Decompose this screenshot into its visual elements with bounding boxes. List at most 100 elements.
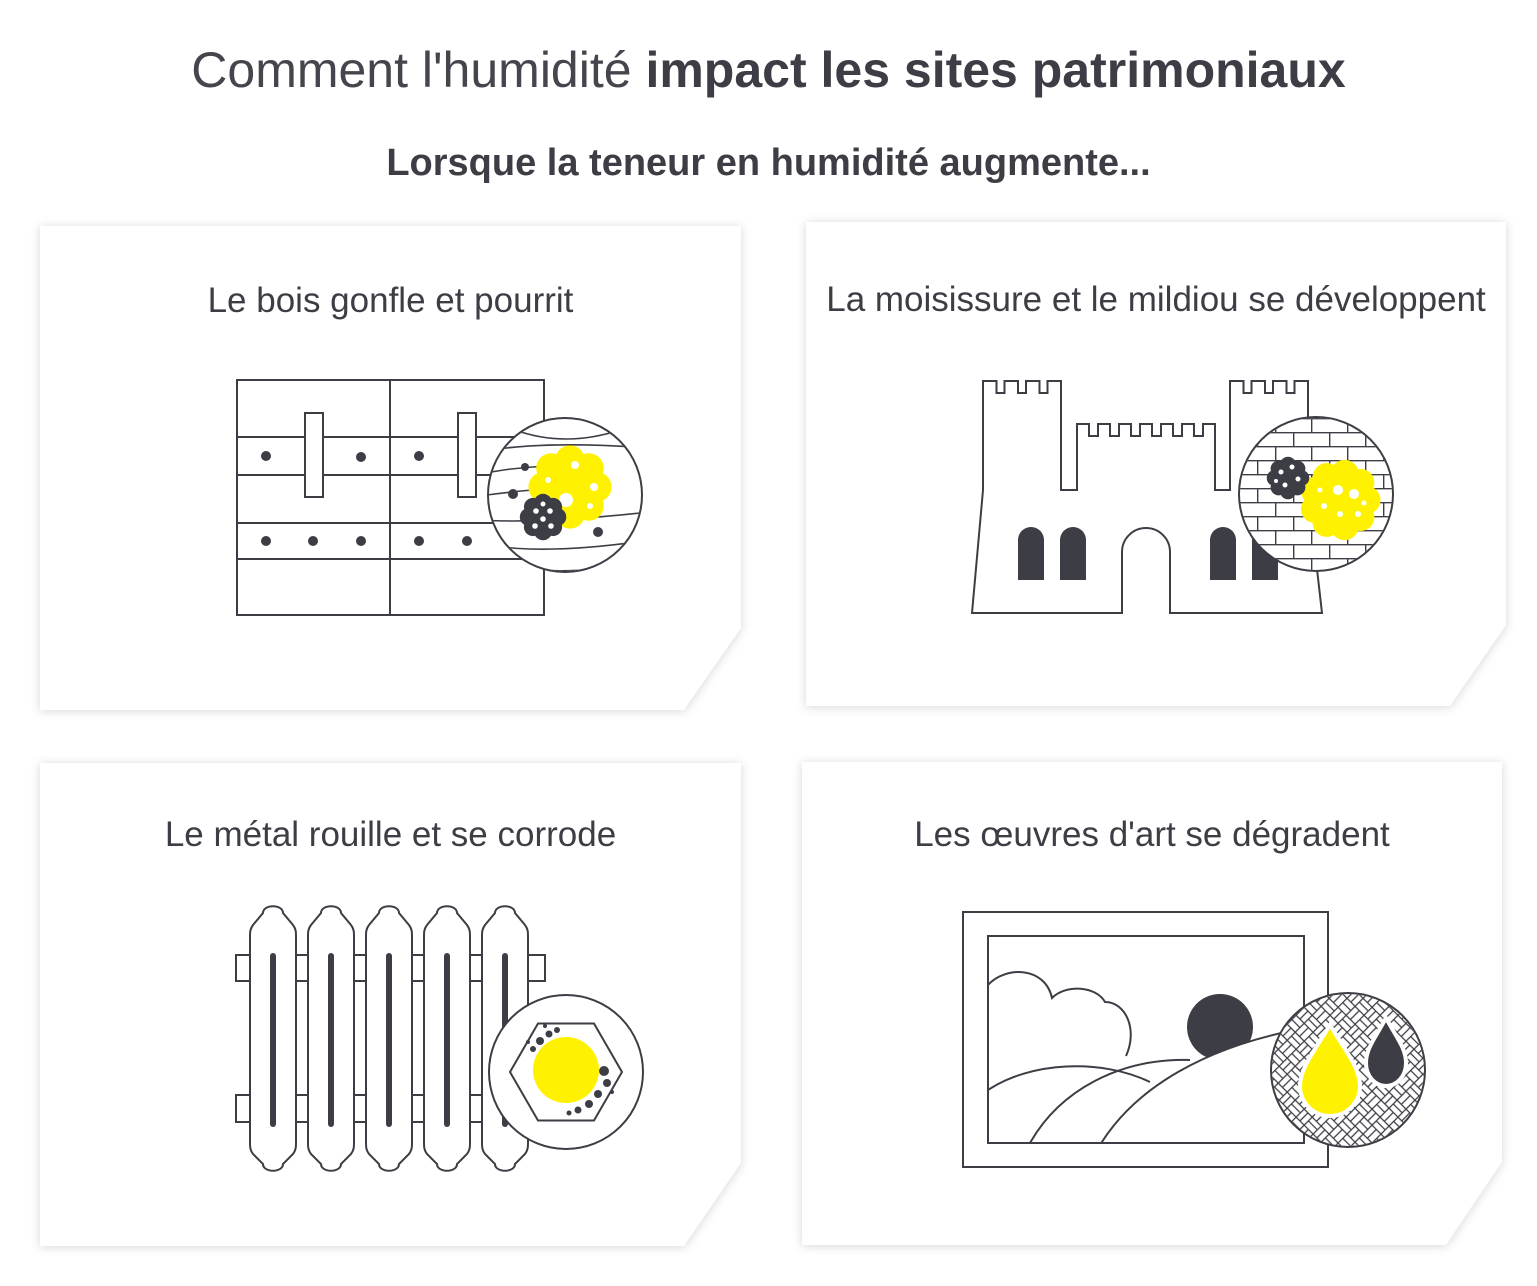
blob-hole	[545, 477, 551, 483]
blob-lobe	[544, 497, 563, 516]
rust-yellow-spot	[533, 1037, 599, 1103]
card-title: Le métal rouille et se corrode	[164, 815, 617, 854]
castle-window	[1210, 527, 1236, 580]
card-body: Le métal rouille et se corrode	[40, 763, 741, 1246]
nail-dot	[414, 451, 424, 461]
page-title-light: Comment l'humidité	[191, 42, 632, 98]
rust-speck	[545, 1030, 553, 1038]
blob-hole	[1282, 482, 1288, 488]
nail-dot	[356, 452, 366, 462]
blob-hole	[1295, 476, 1301, 482]
water-drop-dark-icon	[1363, 1013, 1409, 1089]
rust-speck	[599, 1066, 609, 1076]
card-mold: La moisissure et le mildiou se développe…	[806, 222, 1506, 706]
page-title-bold: impact les sites patrimoniaux	[645, 42, 1346, 98]
painting-frame-icon	[962, 911, 1329, 1168]
rust-speck	[574, 1106, 582, 1114]
card-body: Les œuvres d'art se dégradent	[802, 762, 1502, 1245]
blob-hole	[1289, 464, 1295, 470]
rot-spot	[521, 463, 529, 471]
page-subtitle: Lorsque la teneur en humidité augmente..…	[386, 142, 1151, 184]
mold-dark-holes	[1274, 464, 1301, 488]
blob-hole	[1274, 479, 1278, 483]
nail-dot	[308, 536, 318, 546]
rot-yellow-holes	[545, 461, 598, 509]
mold-yellow-holes	[1317, 485, 1367, 517]
blob-hole	[540, 516, 546, 522]
blob-hole	[1317, 487, 1323, 493]
nail-dot	[356, 536, 366, 546]
blob-hole	[559, 493, 573, 507]
mold-yellow-blob	[1301, 459, 1381, 541]
castle-illustration	[970, 380, 1394, 614]
rust-speck	[566, 1110, 572, 1116]
mold-dark-blob	[1266, 456, 1310, 500]
blob-hole	[1333, 485, 1343, 495]
blob-lobe	[573, 453, 604, 484]
card-title: Les œuvres d'art se dégradent	[914, 815, 1390, 854]
sun-icon	[1187, 994, 1253, 1060]
cloud	[989, 971, 1132, 1057]
rust-speck	[526, 1040, 530, 1044]
water-drop-yellow-icon	[1297, 1021, 1363, 1119]
page-title: Comment l'humidité impact les sites patr…	[0, 38, 1537, 102]
hill	[989, 1065, 1151, 1091]
radiator-column	[307, 905, 355, 1172]
magnifier-icon	[1238, 416, 1394, 572]
rust-speck	[536, 1037, 544, 1045]
blob-hole	[1278, 469, 1284, 475]
rust-speck	[610, 1090, 614, 1094]
blob-hole	[1321, 503, 1327, 509]
rust-speck	[585, 1100, 593, 1108]
card-wood: Le bois gonfle et pourrit	[40, 226, 741, 710]
magnifier-icon	[1270, 992, 1426, 1148]
nail-dot	[261, 451, 271, 461]
wood-strap	[457, 412, 477, 498]
rust-specks	[526, 1024, 614, 1116]
card-body: Le bois gonfle et pourrit	[40, 226, 741, 710]
blob-hole	[1361, 500, 1367, 506]
magnifier-icon	[487, 417, 643, 573]
castle-window	[1060, 527, 1086, 580]
blob-hole	[1337, 511, 1343, 517]
magnifier-icon	[488, 994, 644, 1150]
blob-hole	[533, 508, 539, 514]
blob-hole	[587, 503, 593, 509]
card-artwork: Les œuvres d'art se dégradent	[802, 762, 1502, 1245]
radiator-column	[365, 905, 413, 1172]
radiator-columns	[249, 905, 529, 1172]
blob-hole	[1355, 511, 1361, 517]
castle-windows	[1018, 527, 1278, 580]
blob-hole	[548, 523, 554, 529]
blob-hole	[547, 508, 553, 514]
wood-illustration	[236, 379, 643, 616]
card-title: La moisissure et le mildiou se développe…	[826, 280, 1486, 319]
hex-nut	[508, 1022, 624, 1122]
nail-dot	[261, 536, 271, 546]
rust-speck	[543, 1024, 547, 1028]
wood-strap	[304, 412, 324, 498]
rot-dark-holes	[532, 501, 554, 529]
rust-speck	[554, 1027, 560, 1033]
blob-hole	[571, 461, 579, 469]
rot-spots	[508, 463, 603, 537]
rot-spot	[508, 489, 518, 499]
card-metal: Le métal rouille et se corrode	[40, 763, 741, 1246]
card-body: La moisissure et le mildiou se développe…	[806, 222, 1506, 706]
nail-dots	[261, 451, 472, 546]
blob-hole	[532, 523, 538, 529]
magnifier-lens	[1238, 416, 1394, 572]
castle-window	[1018, 527, 1044, 580]
nail-dot	[414, 536, 424, 546]
radiator-column	[423, 905, 471, 1172]
rot-spot	[593, 527, 603, 537]
radiator-illustration	[235, 905, 644, 1172]
rust-speck	[530, 1046, 536, 1052]
painting-illustration	[962, 911, 1426, 1168]
blob-hole	[1349, 489, 1359, 499]
hill	[1029, 1058, 1191, 1142]
nail-dot	[462, 536, 472, 546]
card-title: Le bois gonfle et pourrit	[207, 281, 574, 320]
blob-hole	[590, 483, 598, 491]
